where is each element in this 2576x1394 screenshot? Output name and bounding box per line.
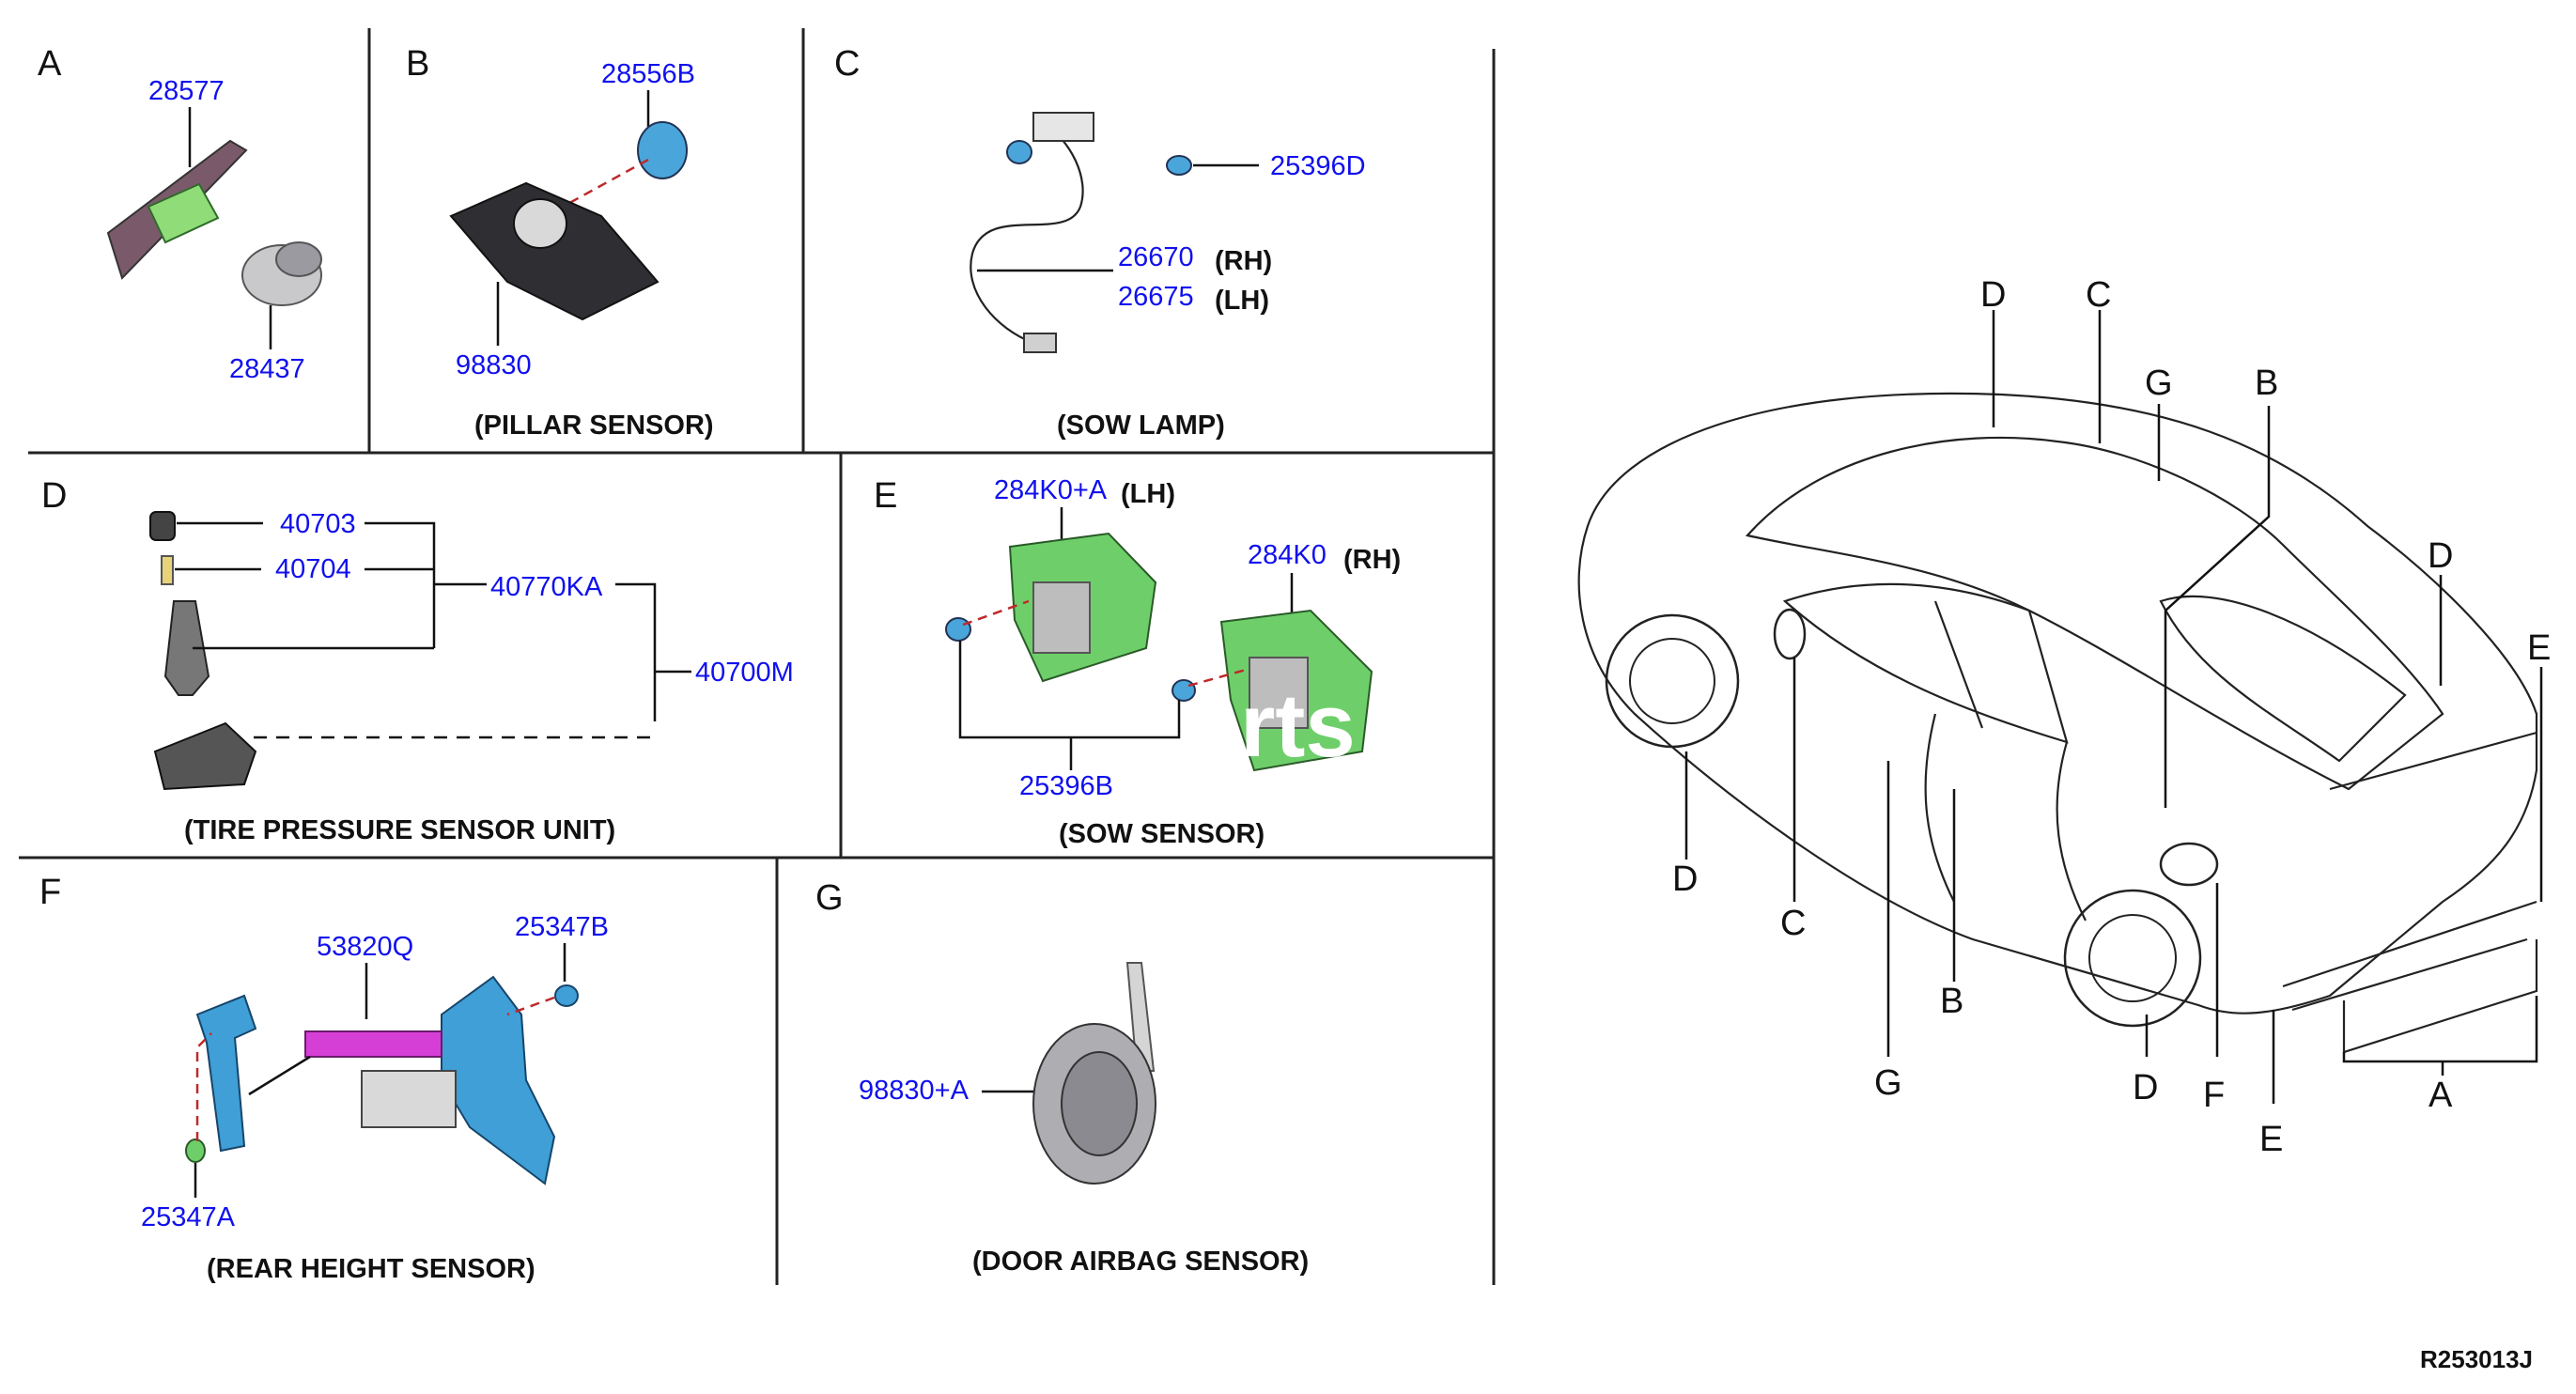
part-98830-a[interactable]: 98830+A <box>859 1076 970 1106</box>
section-letter-g: G <box>815 878 844 918</box>
valve-stem-shape <box>163 600 210 696</box>
caption-sow-sensor: (SOW SENSOR) <box>1059 819 1265 849</box>
caption-sow-lamp: (SOW LAMP) <box>1057 410 1225 441</box>
part-40700m[interactable]: 40700M <box>695 658 794 688</box>
section-a: A 28577 28437 <box>38 44 322 384</box>
sow-lamp-harness <box>970 121 1084 345</box>
side-lh-c: (LH) <box>1215 286 1269 316</box>
callout-e-bottom: E <box>2259 1120 2283 1159</box>
callout-c-top: C <box>2086 275 2111 315</box>
caption-door-airbag: (DOOR AIRBAG SENSOR) <box>972 1247 1309 1277</box>
car-callout-lines <box>1684 310 2543 1104</box>
part-25396d[interactable]: 25396D <box>1270 151 1366 181</box>
part-284k0[interactable]: 284K0 <box>1248 540 1327 570</box>
part-28577[interactable]: 28577 <box>148 76 225 106</box>
part-98830[interactable]: 98830 <box>456 350 532 380</box>
front-wheel <box>1605 613 1740 749</box>
caption-tire-pressure: (TIRE PRESSURE SENSOR UNIT) <box>184 815 615 845</box>
callout-d-right: D <box>2428 536 2453 576</box>
part-28437[interactable]: 28437 <box>229 354 305 384</box>
sensor-28577-shape <box>147 182 220 244</box>
grid-dividers <box>19 28 1496 1285</box>
part-40703[interactable]: 40703 <box>280 509 356 539</box>
callout-e-right: E <box>2527 628 2551 668</box>
side-mirror <box>1773 608 1807 660</box>
callout-a: A <box>2429 1076 2453 1115</box>
section-d: D 40703 40704 40770KA 40700M (TIRE PRESS… <box>41 476 794 845</box>
callout-d-left: D <box>1672 860 1698 899</box>
section-b: B 28556B 98830 (PILLAR SENSOR) <box>406 44 714 441</box>
callout-d-bottom: D <box>2133 1068 2158 1107</box>
part-284k0-a[interactable]: 284K0+A <box>994 475 1108 505</box>
caption-rear-height: (REAR HEIGHT SENSOR) <box>207 1254 535 1284</box>
diagram-reference: R253013J <box>2420 1345 2533 1373</box>
car-outline <box>1577 392 2538 1054</box>
section-letter-d: D <box>41 476 67 516</box>
car-callouts: D C G B D E D C G B D F E A <box>1672 275 2551 1159</box>
side-lh-e: (LH) <box>1121 479 1175 509</box>
pillar-sensor-shape <box>449 181 660 321</box>
section-letter-c: C <box>834 44 860 84</box>
callout-b-bottom: B <box>1940 982 1963 1021</box>
link-bracket <box>195 994 257 1153</box>
fuel-lid <box>2159 842 2219 887</box>
rear-wheel <box>2063 889 2202 1028</box>
height-sensor-bracket <box>441 975 556 1185</box>
section-letter-b: B <box>406 44 429 84</box>
callout-c-bottom: C <box>1780 904 1806 943</box>
side-rh-c: (RH) <box>1215 246 1272 276</box>
part-28556b-shape <box>637 121 688 179</box>
height-sensor-arm <box>304 1030 442 1058</box>
callout-d-top: D <box>1980 275 2006 315</box>
valve-cap-shape <box>149 511 176 541</box>
callout-b-top: B <box>2255 364 2278 403</box>
part-40770ka[interactable]: 40770KA <box>490 572 603 602</box>
bolt-25347a <box>185 1138 206 1163</box>
side-rh-e: (RH) <box>1343 545 1401 575</box>
section-letter-a: A <box>38 44 62 84</box>
part-26675[interactable]: 26675 <box>1118 282 1194 312</box>
section-e: E 284K0+A (LH) 284K0 (RH) 25396B rts (SO… <box>874 475 1401 849</box>
section-c: C 25396D 26670 (RH) 26675 (LH) (SOW LAMP… <box>834 44 1366 441</box>
airbag-sensor-tab <box>1125 962 1156 1072</box>
callout-g-bottom: G <box>1874 1063 1902 1103</box>
valve-core-shape <box>161 555 174 585</box>
part-25347a[interactable]: 25347A <box>141 1202 236 1232</box>
part-25396b[interactable]: 25396B <box>1019 771 1113 801</box>
screw-25396b-left <box>945 617 971 642</box>
section-letter-e: E <box>874 476 897 516</box>
watermark: rts <box>1240 675 1356 776</box>
part-28556b[interactable]: 28556B <box>601 59 695 89</box>
part-25396d-shape <box>1166 155 1192 176</box>
callout-f: F <box>2203 1076 2225 1115</box>
caption-pillar-sensor: (PILLAR SENSOR) <box>474 410 714 441</box>
part-53820q[interactable]: 53820Q <box>317 932 413 962</box>
part-26670[interactable]: 26670 <box>1118 242 1194 272</box>
section-g: G 98830+A (DOOR AIRBAG SENSOR) <box>815 878 1309 1277</box>
screw-25396b-right <box>1172 679 1196 702</box>
part-40704[interactable]: 40704 <box>275 554 351 584</box>
sow-lamp-body <box>1032 112 1094 142</box>
section-letter-f: F <box>39 873 61 912</box>
tpms-sensor-shape <box>153 721 257 791</box>
section-f: F 53820Q 25347B 25347A (REAR HEIGHT SENS… <box>39 873 609 1284</box>
bolt-25347b <box>554 984 579 1007</box>
part-25347b[interactable]: 25347B <box>515 912 609 942</box>
callout-g-top: G <box>2145 364 2173 403</box>
